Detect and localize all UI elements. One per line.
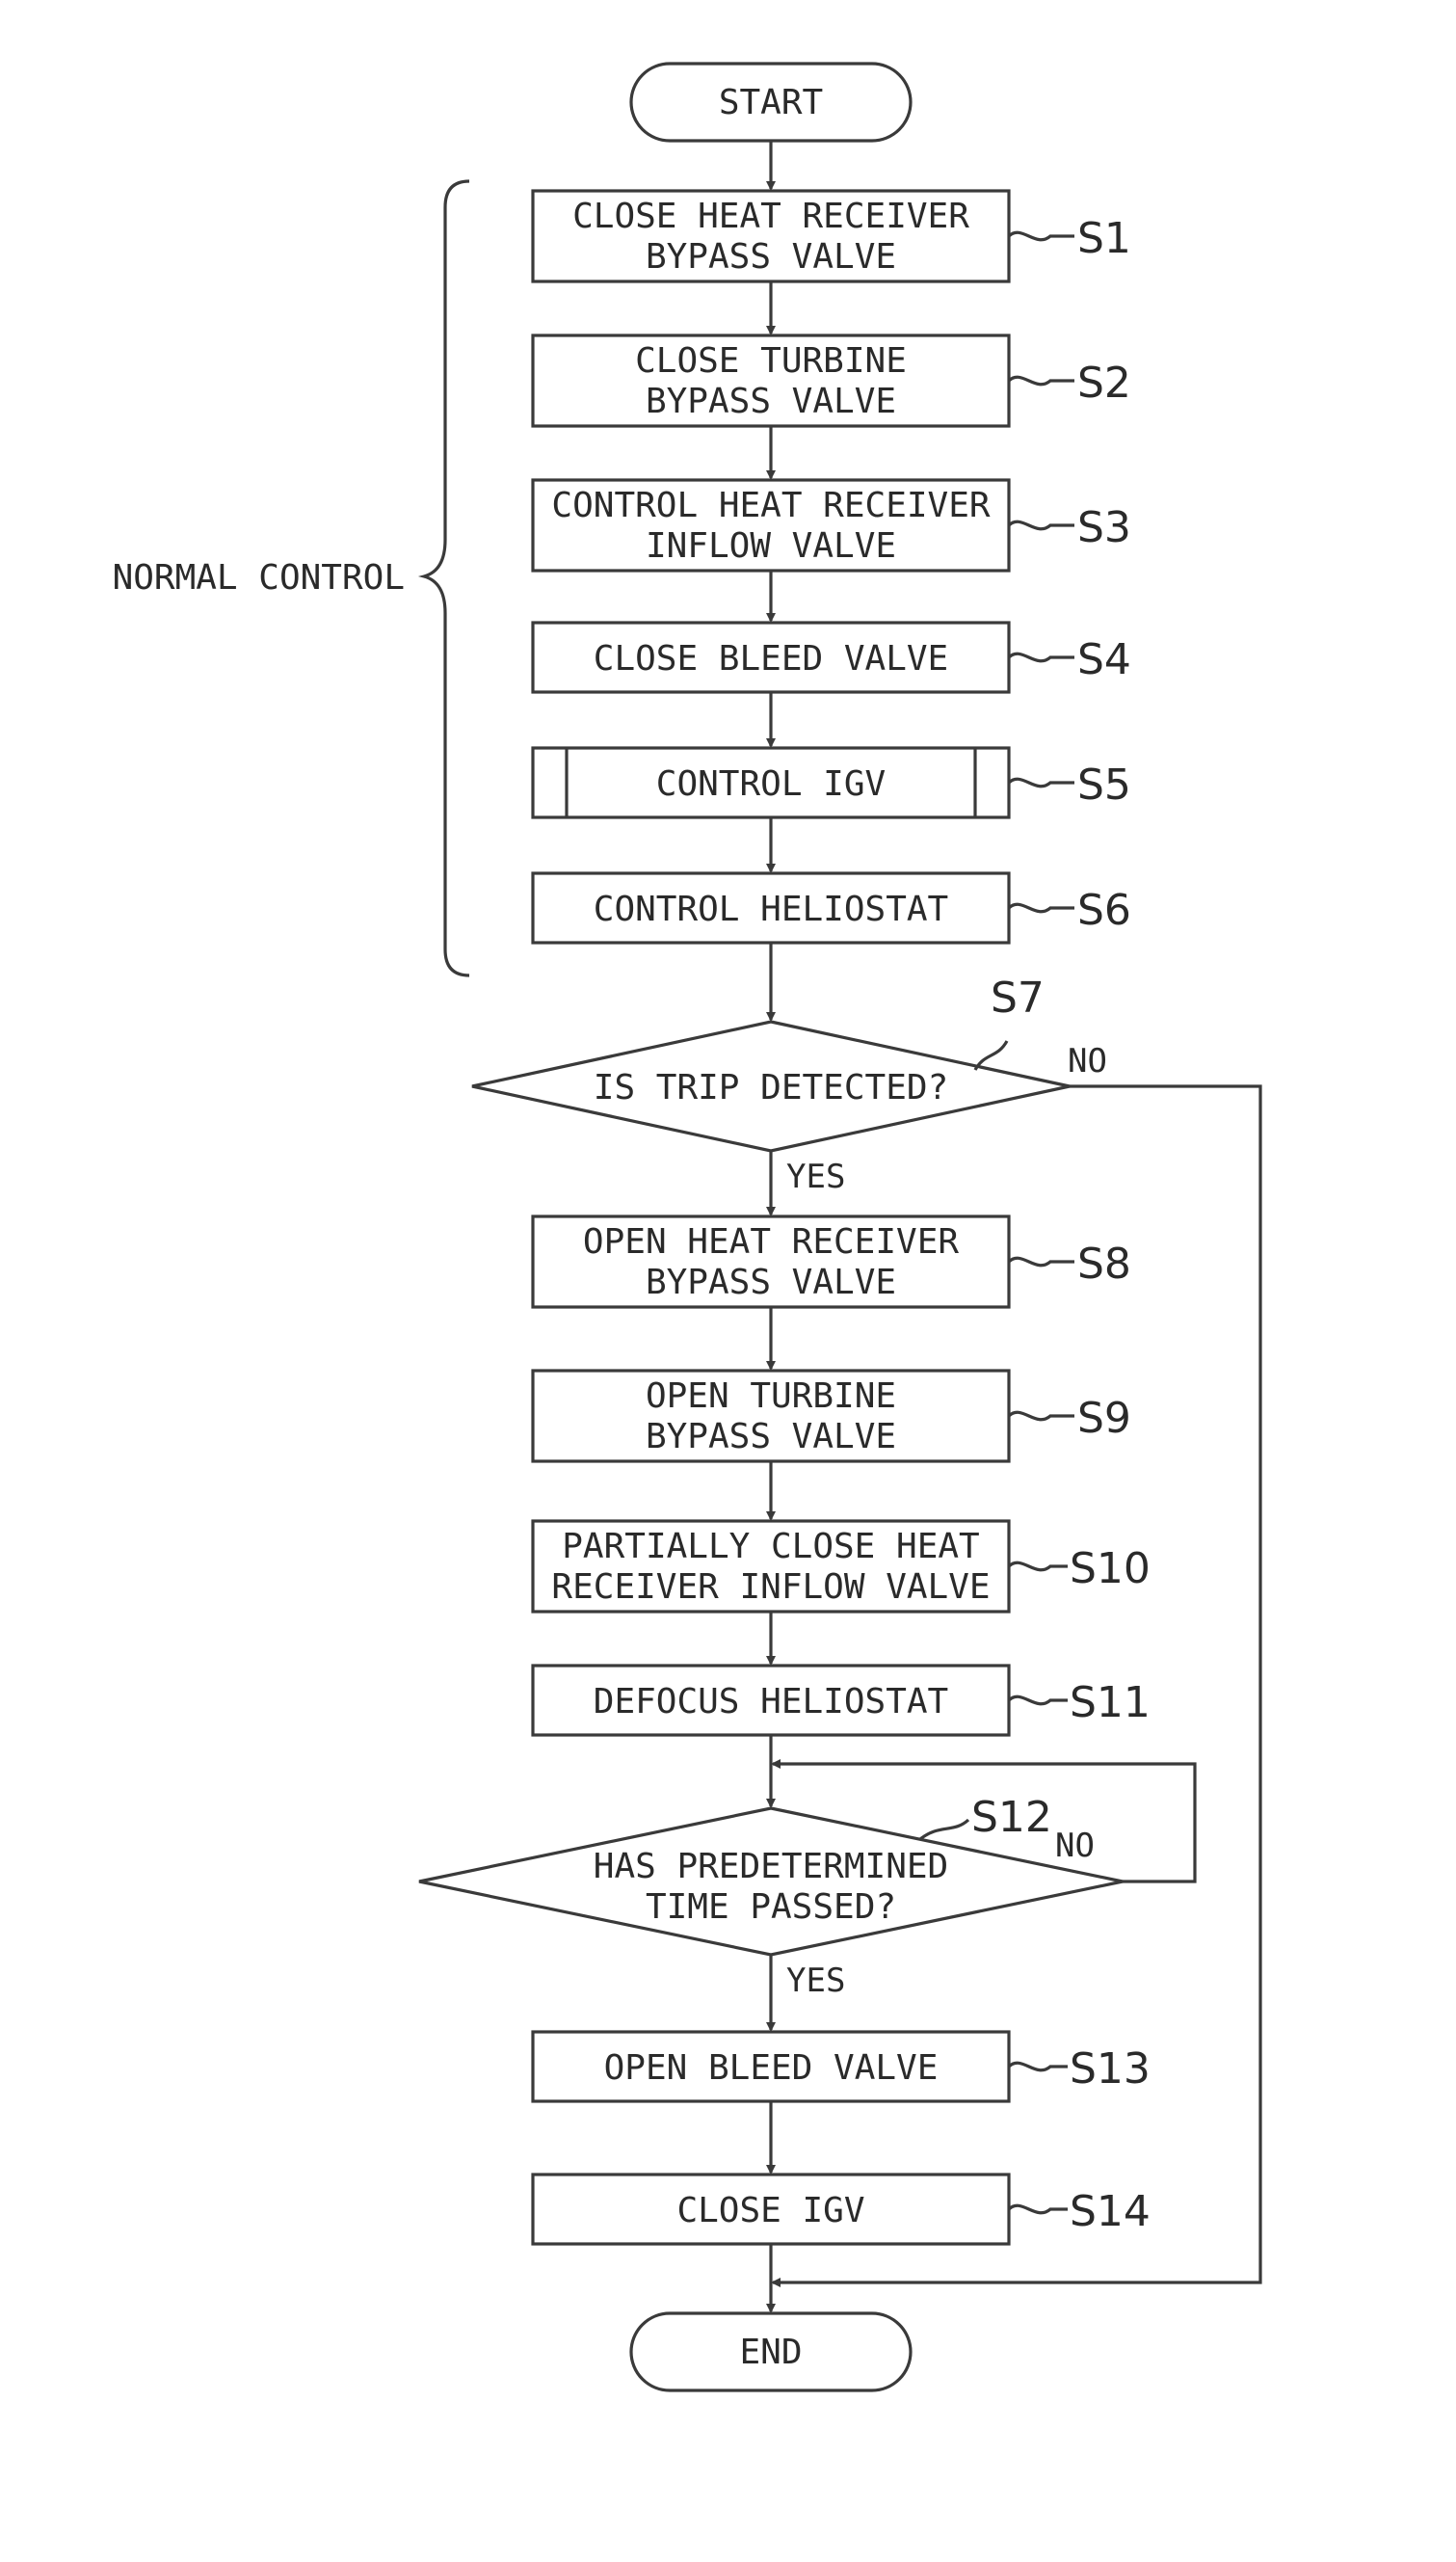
step-id-leader	[1009, 1412, 1074, 1420]
step-id-leader	[975, 1041, 1007, 1070]
step-id-leader	[1009, 2063, 1068, 2070]
s8-line-2: BYPASS VALVE	[646, 1263, 896, 1302]
step-id-leader	[1009, 2205, 1068, 2213]
s12-no-label: NO	[1055, 1827, 1095, 1865]
step-id-s8: S8	[1077, 1240, 1131, 1289]
end-label: END	[739, 2333, 802, 2372]
step-id-s6: S6	[1077, 886, 1131, 935]
s8-line-1: OPEN HEAT RECEIVER	[583, 1222, 959, 1262]
s11-line-1: DEFOCUS HELIOSTAT	[594, 1682, 948, 1721]
s7-no-label: NO	[1068, 1042, 1107, 1081]
s9-line-2: BYPASS VALVE	[646, 1417, 896, 1456]
s13-line-1: OPEN BLEED VALVE	[604, 2048, 939, 2088]
s10-line-1: PARTIALLY CLOSE HEAT	[562, 1527, 979, 1566]
s4-line-1: CLOSE BLEED VALVE	[594, 639, 948, 679]
s6-line-1: CONTROL HELIOSTAT	[594, 890, 948, 929]
step-id-leader	[1009, 904, 1074, 912]
s3-line-1: CONTROL HEAT RECEIVER	[551, 486, 990, 525]
step-id-s11: S11	[1070, 1678, 1151, 1727]
step-id-s9: S9	[1077, 1394, 1131, 1443]
step-id-s1: S1	[1077, 214, 1131, 263]
start-label: START	[719, 83, 823, 122]
s1-line-2: BYPASS VALVE	[646, 237, 896, 277]
step-id-s2: S2	[1077, 359, 1131, 408]
step-id-s13: S13	[1070, 2044, 1151, 2094]
s9-line-1: OPEN TURBINE	[646, 1376, 896, 1416]
s14-line-1: CLOSE IGV	[676, 2191, 864, 2230]
step-id-leader	[1009, 654, 1074, 661]
step-id-leader	[1009, 1696, 1068, 1704]
step-id-s12: S12	[971, 1793, 1052, 1842]
step-id-s10: S10	[1070, 1544, 1151, 1593]
s2-line-2: BYPASS VALVE	[646, 382, 896, 421]
step-id-leader	[1009, 377, 1074, 385]
s2-line-1: CLOSE TURBINE	[635, 341, 907, 381]
step-id-s3: S3	[1077, 503, 1131, 552]
s12-line-2: TIME PASSED?	[646, 1887, 896, 1927]
step-id-s5: S5	[1077, 761, 1131, 810]
step-id-s14: S14	[1070, 2187, 1151, 2236]
step-id-leader	[1009, 779, 1074, 787]
step-id-leader	[1009, 1562, 1068, 1570]
s10-line-2: RECEIVER INFLOW VALVE	[551, 1567, 990, 1607]
step-id-s4: S4	[1077, 635, 1131, 684]
step-id-leader	[1009, 1258, 1074, 1266]
step-id-leader	[920, 1820, 968, 1839]
s7-yes-label: YES	[786, 1158, 845, 1196]
s7-line-1: IS TRIP DETECTED?	[594, 1068, 948, 1108]
step-id-leader	[1009, 232, 1074, 240]
s3-line-2: INFLOW VALVE	[646, 526, 896, 566]
s1-line-1: CLOSE HEAT RECEIVER	[572, 197, 969, 236]
step-id-s7: S7	[991, 974, 1045, 1023]
normal-control-label: NORMAL CONTROL	[113, 558, 405, 598]
normal-control-brace	[424, 181, 469, 975]
step-id-leader	[1009, 521, 1074, 529]
s12-yes-label: YES	[786, 1962, 845, 2000]
s5-line-1: CONTROL IGV	[656, 764, 886, 804]
s12-line-1: HAS PREDETERMINED	[594, 1847, 948, 1886]
